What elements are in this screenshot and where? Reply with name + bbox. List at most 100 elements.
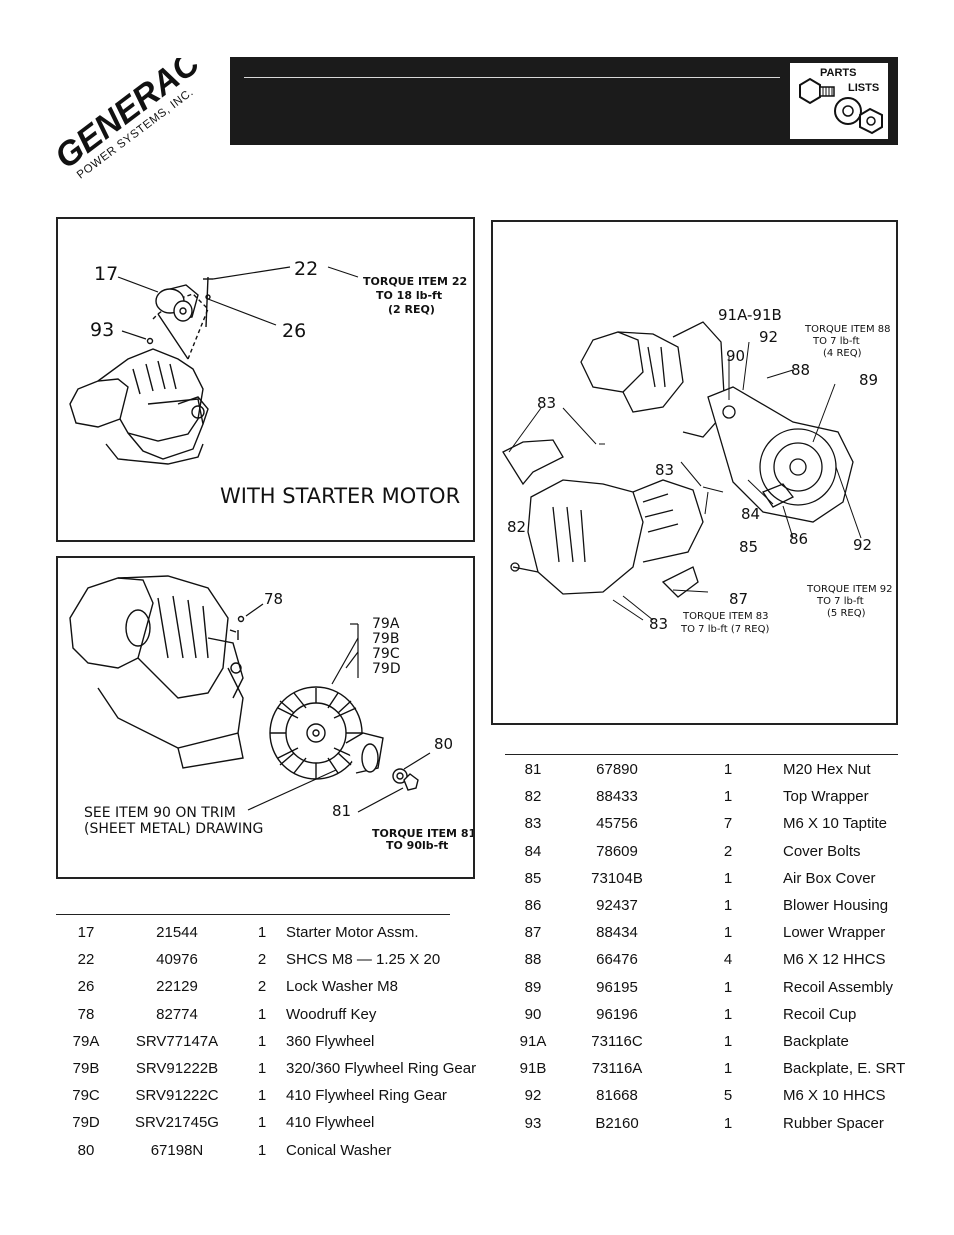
quantity: 2 xyxy=(257,951,267,969)
quantity: 1 xyxy=(723,978,733,996)
description: M6 X 10 Taptite xyxy=(783,815,887,833)
description: SHCS M8 — 1.25 X 20 xyxy=(286,951,441,969)
callout-93: 93 xyxy=(90,319,114,341)
quantity: 2 xyxy=(257,978,267,996)
callout-92-top: 92 xyxy=(759,328,778,346)
starter-motor-caption: WITH STARTER MOTOR xyxy=(220,484,460,508)
quantity: 1 xyxy=(257,1114,267,1132)
item-number: 79B xyxy=(72,1060,100,1078)
description: M6 X 12 HHCS xyxy=(783,951,886,969)
torque-note-22-line3: (2 REQ) xyxy=(388,303,435,316)
torque-note-88-line3: (4 REQ) xyxy=(823,348,862,359)
quantity: 1 xyxy=(723,1032,733,1050)
hex-bolt-icon xyxy=(799,77,821,105)
description: Lock Washer M8 xyxy=(286,978,398,996)
table-row: 91A 73116C 1 Backplate xyxy=(505,1028,905,1055)
callout-83-left: 83 xyxy=(537,394,556,412)
torque-note-92-line1: TORQUE ITEM 92 xyxy=(806,584,893,595)
quantity: 1 xyxy=(723,1005,733,1023)
description: 410 Flywheel xyxy=(286,1114,375,1132)
trim-note-line2: (SHEET METAL) DRAWING xyxy=(84,821,263,837)
table-row: 79C SRV91222C 1 410 Flywheel Ring Gear xyxy=(56,1082,498,1109)
quantity: 1 xyxy=(257,1087,267,1105)
part-number: 40976 xyxy=(156,951,198,969)
part-number: B2160 xyxy=(595,1114,639,1132)
quantity: 1 xyxy=(723,897,733,915)
item-number: 87 xyxy=(524,924,542,942)
quantity: 1 xyxy=(723,1060,733,1078)
description: Starter Motor Assm. xyxy=(286,924,419,942)
callout-90: 90 xyxy=(726,347,745,365)
callout-91a-91b: 91A-91B xyxy=(718,306,782,324)
item-number: 86 xyxy=(524,897,542,915)
callout-85: 85 xyxy=(739,538,758,556)
part-number: SRV91222C xyxy=(135,1087,219,1105)
part-number: SRV91222B xyxy=(135,1060,219,1078)
quantity: 1 xyxy=(257,924,267,942)
quantity: 1 xyxy=(257,1141,267,1159)
description: Cover Bolts xyxy=(783,842,861,860)
part-number: 88434 xyxy=(596,924,638,942)
description: Backplate xyxy=(783,1032,849,1050)
part-number: 78609 xyxy=(596,842,638,860)
callout-81: 81 xyxy=(332,802,351,820)
item-number: 91A xyxy=(519,1032,547,1050)
description: 410 Flywheel Ring Gear xyxy=(286,1087,447,1105)
item-number: 83 xyxy=(524,815,542,833)
item-number: 92 xyxy=(524,1087,542,1105)
description: Blower Housing xyxy=(783,897,889,915)
callout-80: 80 xyxy=(434,735,453,753)
quantity: 7 xyxy=(723,815,733,833)
torque-note-81-line2: TO 90lb-ft xyxy=(386,839,448,852)
description: 360 Flywheel xyxy=(286,1032,375,1050)
description: 320/360 Flywheel Ring Gear xyxy=(286,1060,477,1078)
torque-note-83-line2: TO 7 lb-ft (7 REQ) xyxy=(680,624,769,635)
part-number: 81668 xyxy=(596,1087,638,1105)
part-number: 73116C xyxy=(591,1032,643,1050)
badge-line1: PARTS xyxy=(820,67,856,79)
torque-note-22-line2: TO 18 lb-ft xyxy=(376,289,442,302)
callout-82: 82 xyxy=(507,518,526,536)
item-number: 79A xyxy=(72,1032,100,1050)
description: Conical Washer xyxy=(286,1141,392,1159)
torque-note-88-line2: TO 7 lb-ft xyxy=(812,336,860,347)
item-number: 89 xyxy=(524,978,542,996)
callout-22: 22 xyxy=(294,258,318,280)
part-number: 73116A xyxy=(591,1060,643,1078)
item-number: 17 xyxy=(77,924,95,942)
right-table-rule xyxy=(505,754,898,755)
part-number: 22129 xyxy=(156,978,198,996)
quantity: 4 xyxy=(723,951,733,969)
description: M6 X 10 HHCS xyxy=(783,1087,886,1105)
item-number: 85 xyxy=(524,869,542,887)
diagram-starter-motor: 17 22 93 26 TORQUE ITEM 22 TO 18 lb-ft (… xyxy=(56,217,475,542)
description: Recoil Cup xyxy=(783,1005,857,1023)
part-number: 96195 xyxy=(596,978,638,996)
diagram-flywheel: 78 79A 79B 79C 79D 80 81 SEE ITEM 90 ON … xyxy=(56,556,475,879)
quantity: 1 xyxy=(257,1032,267,1050)
item-number: 79C xyxy=(72,1087,100,1105)
item-number: 79D xyxy=(72,1114,100,1132)
quantity: 1 xyxy=(723,869,733,887)
callout-79d: 79D xyxy=(372,661,401,677)
callout-83-mid: 83 xyxy=(655,461,674,479)
callout-78: 78 xyxy=(264,590,283,608)
item-number: 82 xyxy=(524,788,542,806)
callout-83-bottom: 83 xyxy=(649,615,668,633)
item-number: 90 xyxy=(524,1005,542,1023)
diagram-sheet-metal: 91A-91B 92 90 88 89 83 83 82 84 85 86 92… xyxy=(491,220,898,725)
description: Backplate, E. SRT xyxy=(783,1060,906,1078)
callout-79a: 79A xyxy=(372,616,400,632)
